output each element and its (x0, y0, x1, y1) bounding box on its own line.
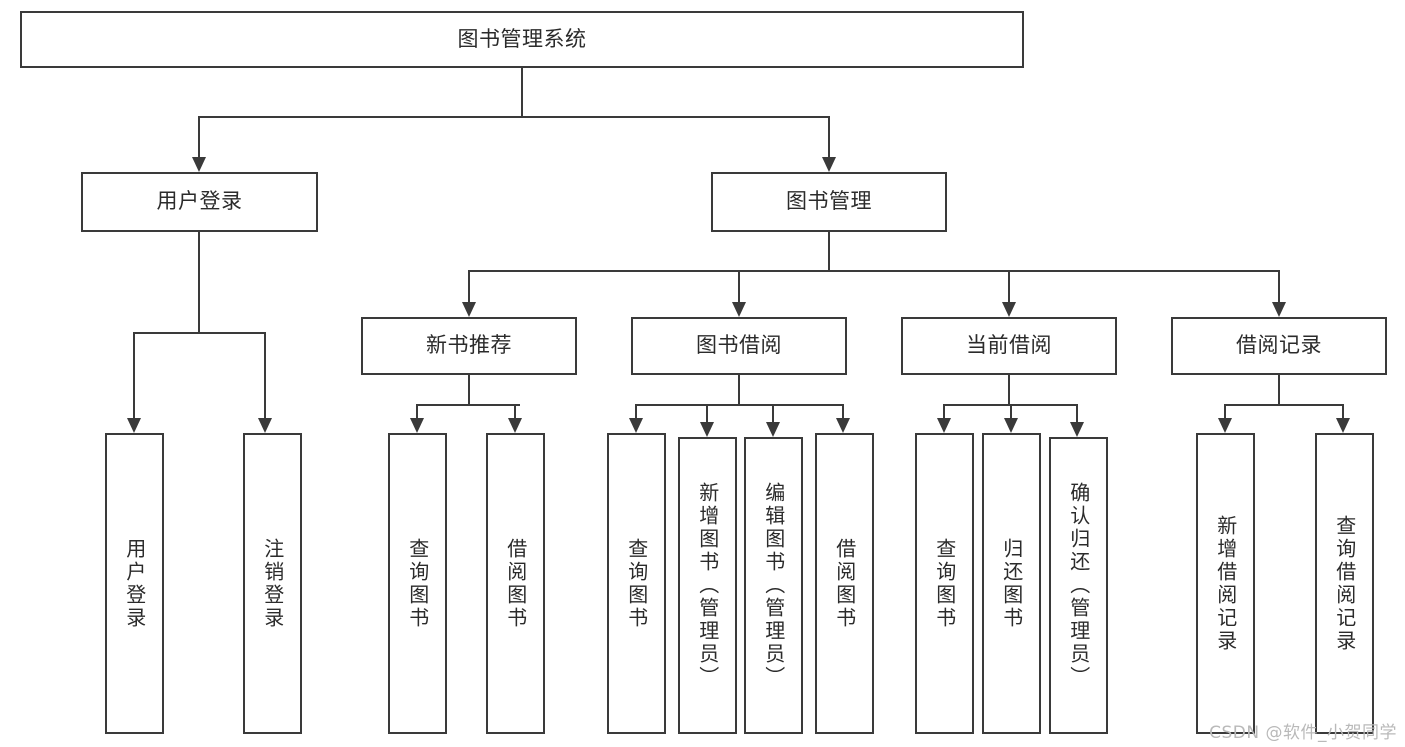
node-label: 查询图书 (405, 537, 430, 630)
connector-current-borrow-stem (1008, 375, 1010, 405)
connector-book-borrow-drop-4 (842, 404, 844, 418)
node-book-manage[interactable]: 图书管理 (711, 172, 947, 232)
connector-tier2-drop-1 (468, 270, 470, 302)
arrow-to-add-book (700, 422, 714, 437)
connector-new-book-drop-1 (416, 404, 418, 418)
arrow-to-borrow-book-1 (508, 418, 522, 433)
arrow-to-borrow-record (1272, 302, 1286, 317)
leaf-query-book-borrow[interactable]: 查询图书 (607, 433, 666, 734)
node-label: 确认归还（管理员） (1066, 482, 1091, 689)
connector-book-borrow-stem (738, 375, 740, 405)
arrow-to-user-login (192, 157, 206, 172)
connector-borrow-record-stem (1278, 375, 1280, 405)
connector-book-borrow-drop-1 (635, 404, 637, 418)
node-current-borrow[interactable]: 当前借阅 (901, 317, 1117, 375)
arrow-to-edit-book (766, 422, 780, 437)
node-label: 新增借阅记录 (1213, 514, 1238, 653)
node-label: 新书推荐 (426, 333, 512, 358)
connector-current-borrow-drop-1 (943, 404, 945, 418)
leaf-logout[interactable]: 注销登录 (243, 433, 302, 734)
connector-book-borrow-bus (635, 404, 844, 406)
arrow-to-user-login-leaf (127, 418, 141, 433)
connector-borrow-record-bus (1224, 404, 1344, 406)
connector-tier1-drop-right (828, 116, 830, 157)
node-label: 图书借阅 (696, 333, 782, 358)
node-borrow-record[interactable]: 借阅记录 (1171, 317, 1387, 375)
arrow-to-logout-leaf (258, 418, 272, 433)
arrow-to-query-borrow-record (1336, 418, 1350, 433)
connector-tier1-bus (198, 116, 830, 118)
connector-user-login-drop-2 (264, 332, 266, 418)
node-root-system[interactable]: 图书管理系统 (20, 11, 1024, 68)
connector-book-manage-stem (828, 232, 830, 272)
connector-tier2-drop-3 (1008, 270, 1010, 302)
leaf-query-borrow-record[interactable]: 查询借阅记录 (1315, 433, 1374, 734)
leaf-user-login[interactable]: 用户登录 (105, 433, 164, 734)
node-label: 借阅图书 (832, 537, 857, 630)
node-label: 归还图书 (999, 537, 1024, 630)
arrow-to-query-book-3 (937, 418, 951, 433)
leaf-query-book-new[interactable]: 查询图书 (388, 433, 447, 734)
node-label: 查询图书 (624, 537, 649, 630)
connector-book-borrow-drop-2 (706, 404, 708, 422)
node-label: 借阅记录 (1236, 333, 1322, 358)
arrow-to-current-borrow (1002, 302, 1016, 317)
node-label: 注销登录 (260, 537, 285, 630)
arrow-to-return-book (1004, 418, 1018, 433)
connector-user-login-stem (198, 232, 200, 333)
connector-new-book-stem (468, 375, 470, 405)
connector-new-book-drop-2 (514, 404, 516, 418)
arrow-to-confirm-return (1070, 422, 1084, 437)
node-label: 图书管理系统 (457, 26, 587, 51)
connector-book-borrow-drop-3 (772, 404, 774, 422)
arrow-to-query-book-1 (410, 418, 424, 433)
connector-current-borrow-drop-3 (1076, 404, 1078, 422)
connector-current-borrow-drop-2 (1010, 404, 1012, 418)
connector-new-book-bus (416, 404, 520, 406)
leaf-borrow-book-new[interactable]: 借阅图书 (486, 433, 545, 734)
connector-tier1-drop-left (198, 116, 200, 157)
node-label: 用户登录 (156, 189, 243, 214)
arrow-to-query-book-2 (629, 418, 643, 433)
arrow-to-add-borrow-record (1218, 418, 1232, 433)
node-label: 借阅图书 (503, 537, 528, 630)
node-user-login[interactable]: 用户登录 (81, 172, 318, 232)
leaf-add-book-admin[interactable]: 新增图书（管理员） (678, 437, 737, 734)
arrow-to-book-borrow (732, 302, 746, 317)
connector-root-stem (521, 68, 523, 116)
connector-borrow-record-drop-2 (1342, 404, 1344, 418)
node-label: 新增图书（管理员） (695, 482, 720, 689)
leaf-edit-book-admin[interactable]: 编辑图书（管理员） (744, 437, 803, 734)
arrow-to-book-manage (822, 157, 836, 172)
node-new-book-recommend[interactable]: 新书推荐 (361, 317, 577, 375)
connector-tier2-drop-2 (738, 270, 740, 302)
node-label: 查询借阅记录 (1332, 514, 1357, 653)
node-book-borrow[interactable]: 图书借阅 (631, 317, 847, 375)
connector-user-login-bus (133, 332, 266, 334)
arrow-to-new-book (462, 302, 476, 317)
arrow-to-borrow-book-2 (836, 418, 850, 433)
leaf-return-book[interactable]: 归还图书 (982, 433, 1041, 734)
leaf-borrow-book-borrow[interactable]: 借阅图书 (815, 433, 874, 734)
connector-borrow-record-drop-1 (1224, 404, 1226, 418)
node-label: 当前借阅 (966, 333, 1052, 358)
node-label: 图书管理 (786, 189, 872, 214)
node-label: 用户登录 (122, 537, 147, 630)
connector-tier2-drop-4 (1278, 270, 1280, 302)
leaf-confirm-return-admin[interactable]: 确认归还（管理员） (1049, 437, 1108, 734)
node-label: 编辑图书（管理员） (761, 482, 786, 689)
connector-tier2-bus (468, 270, 1280, 272)
node-label: 查询图书 (932, 537, 957, 630)
leaf-query-book-current[interactable]: 查询图书 (915, 433, 974, 734)
connector-user-login-drop-1 (133, 332, 135, 418)
leaf-add-borrow-record[interactable]: 新增借阅记录 (1196, 433, 1255, 734)
